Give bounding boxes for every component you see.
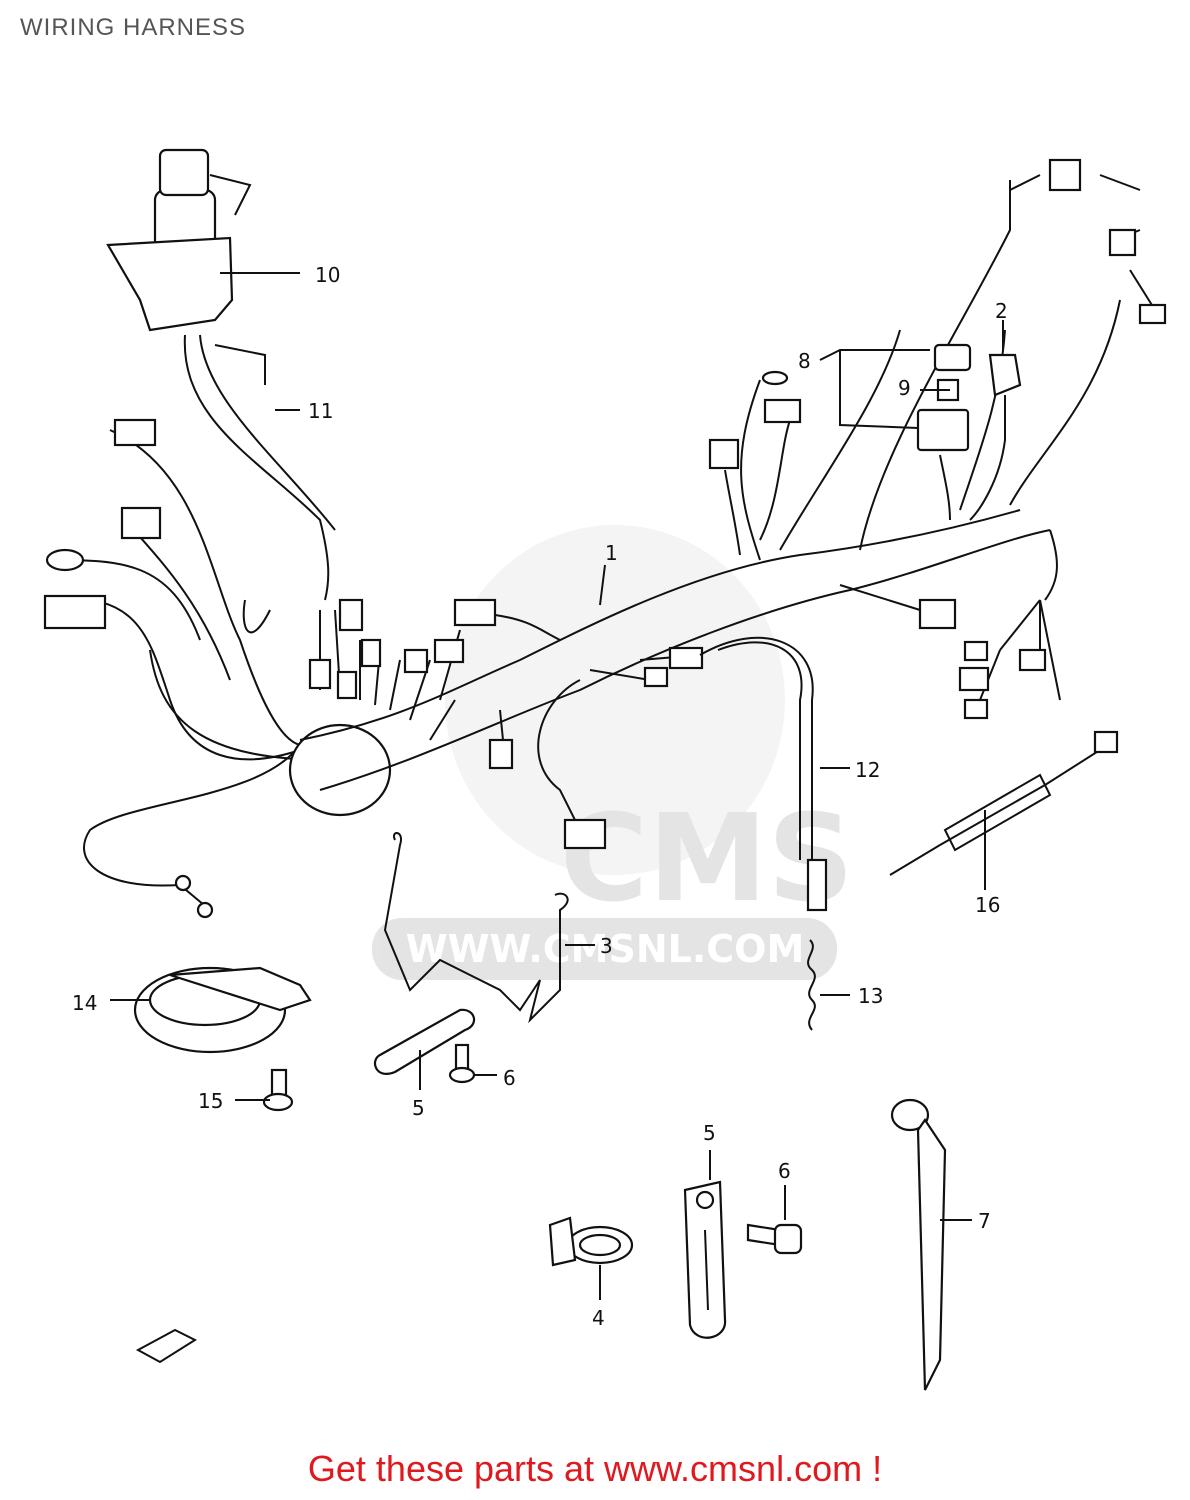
clamp-part bbox=[548, 1216, 634, 1267]
callout-15: 15 bbox=[198, 1089, 223, 1113]
bracket-part-lower bbox=[683, 1180, 727, 1339]
relay-fuse-parts bbox=[916, 343, 1022, 521]
front-direction-arrow-icon bbox=[135, 1328, 198, 1364]
sensor-cable-part bbox=[699, 636, 828, 912]
callout-labels: 1 2 3 4 5 5 6 6 7 8 9 10 11 12 13 14 15 … bbox=[72, 263, 1008, 1330]
bolt-part-6-upper bbox=[448, 1043, 476, 1084]
diagram-title: WIRING HARNESS bbox=[20, 14, 247, 41]
wire-clamp-part bbox=[383, 832, 569, 1024]
ignition-switch-part bbox=[106, 148, 336, 601]
left-harness-branches bbox=[43, 418, 331, 919]
tie-strap-part bbox=[889, 730, 1119, 876]
callout-6-upper: 6 bbox=[503, 1066, 516, 1090]
callout-3: 3 bbox=[600, 934, 613, 958]
callout-12: 12 bbox=[855, 758, 880, 782]
spring-part bbox=[807, 939, 816, 1031]
callout-9: 9 bbox=[898, 376, 911, 400]
callout-5-upper: 5 bbox=[412, 1096, 425, 1120]
callout-1: 1 bbox=[605, 541, 618, 565]
cable-tie-part bbox=[890, 1098, 947, 1391]
callout-5-lower: 5 bbox=[703, 1121, 716, 1145]
callout-16: 16 bbox=[975, 893, 1000, 917]
watermark: CMS WWW.CMSNL.COM bbox=[372, 525, 854, 980]
callout-13: 13 bbox=[858, 984, 883, 1008]
callout-10: 10 bbox=[315, 263, 340, 287]
bolt-part-15 bbox=[262, 1068, 294, 1112]
callout-6-lower: 6 bbox=[778, 1159, 791, 1183]
bolt-part-6-lower bbox=[746, 1223, 803, 1255]
callout-14: 14 bbox=[72, 991, 97, 1015]
footer-link[interactable]: Get these parts at www.cmsnl.com ! bbox=[307, 1448, 883, 1489]
callout-2: 2 bbox=[995, 299, 1008, 323]
horn-part bbox=[133, 966, 312, 1054]
callout-7: 7 bbox=[978, 1209, 991, 1233]
main-harness-trunk bbox=[288, 158, 1167, 850]
callout-4: 4 bbox=[592, 1306, 605, 1330]
callout-11: 11 bbox=[308, 399, 333, 423]
callout-8: 8 bbox=[798, 349, 811, 373]
bracket-part-upper bbox=[373, 1008, 476, 1075]
watermark-url: WWW.CMSNL.COM bbox=[406, 927, 805, 971]
watermark-brand: CMS bbox=[560, 790, 854, 929]
leader-lines bbox=[110, 272, 1004, 1300]
